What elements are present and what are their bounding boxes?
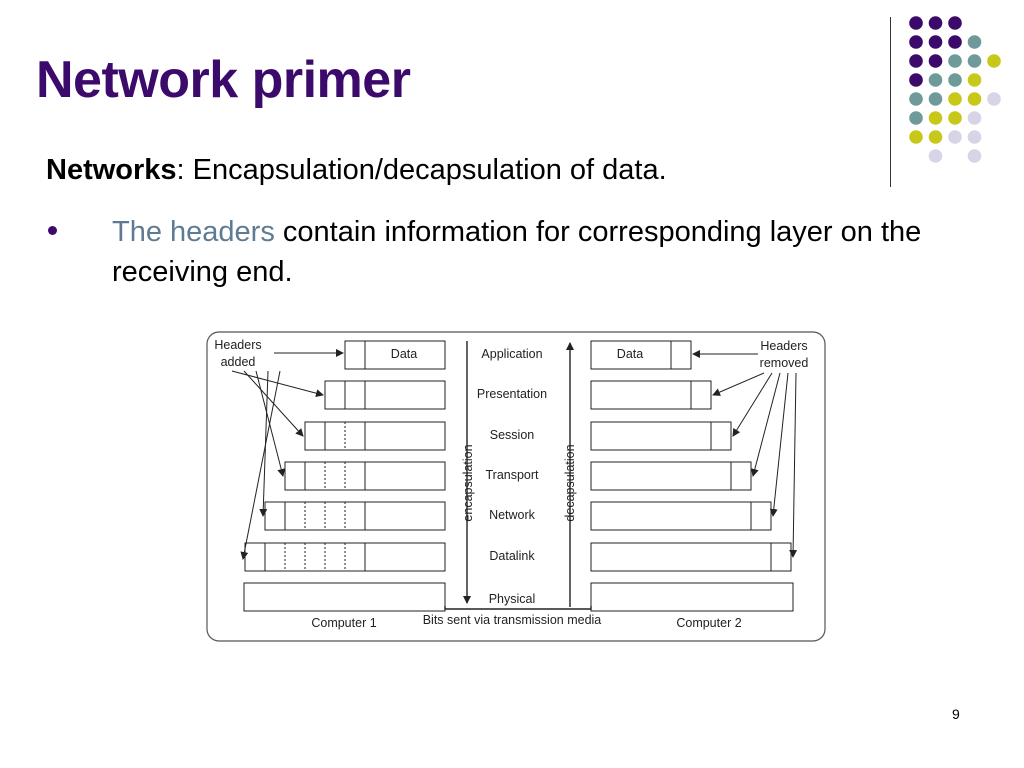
decor-dot <box>967 35 982 49</box>
decorative-dot-grid <box>909 16 1001 163</box>
layer-label-network: Network <box>489 508 536 522</box>
decor-dot <box>948 92 962 106</box>
computer2-label: Computer 2 <box>676 616 741 630</box>
decor-dot <box>967 54 982 68</box>
transmission-media-label: Bits sent via transmission media <box>423 613 602 627</box>
computer1-label: Computer 1 <box>311 616 376 630</box>
decor-dot <box>909 73 923 87</box>
decor-dot <box>967 111 982 125</box>
decor-dot <box>987 92 1001 106</box>
decor-dot <box>948 130 962 144</box>
bullet-highlight: The headers <box>112 216 275 248</box>
decor-dot <box>928 130 943 144</box>
decor-dot <box>928 73 943 87</box>
decor-dot <box>967 73 982 87</box>
c2-layer-box <box>590 421 732 451</box>
c2-header-arrow <box>789 372 798 558</box>
encapsulation-label: encapsulation <box>461 444 475 521</box>
transmission-media-line <box>444 606 592 610</box>
c2-layer-box <box>590 340 692 370</box>
c1-layer-box <box>304 421 446 451</box>
c2-layer-box <box>590 380 712 410</box>
decor-dot <box>948 16 962 30</box>
c1-layer-box <box>344 340 446 370</box>
decor-dot <box>909 16 923 30</box>
c2-header-arrow <box>732 372 773 437</box>
decor-dot <box>909 54 923 68</box>
headers-added-line2: added <box>221 355 256 369</box>
slide-title: Network primer <box>36 51 411 109</box>
headers-removed-line1: Headers <box>760 339 807 353</box>
layer-label-application: Application <box>481 347 542 361</box>
encapsulation-diagram: Data Data ApplicationPresentationSessionTr… <box>206 331 826 642</box>
decor-dot <box>928 35 943 49</box>
decor-dot <box>909 130 923 144</box>
decor-dot <box>948 54 962 68</box>
layer-label-physical: Physical <box>489 592 536 606</box>
layer-label-datalink: Datalink <box>489 549 535 563</box>
headers-removed-line2: removed <box>760 356 809 370</box>
decor-dot <box>948 111 962 125</box>
decor-dot <box>928 16 943 30</box>
headers-added-line1: Headers <box>214 338 261 352</box>
title-divider-line <box>890 17 891 187</box>
c2-header-arrow <box>769 372 789 517</box>
c2-header-arrow <box>750 372 781 477</box>
decor-dot <box>948 35 962 49</box>
c2-data-label: Data <box>617 347 643 361</box>
decor-dot <box>967 149 982 163</box>
networks-term: Networks <box>46 154 177 186</box>
decor-dot <box>948 73 962 87</box>
decor-dot <box>987 54 1001 68</box>
decor-dot <box>928 149 943 163</box>
c2-layer-box <box>590 461 752 491</box>
page-number: 9 <box>952 706 960 722</box>
networks-definition: : Encapsulation/decapsulation of data. <box>176 154 667 186</box>
decor-dot <box>928 54 943 68</box>
decor-dot <box>928 111 943 125</box>
c1-physical-bar <box>243 582 446 612</box>
decor-dot <box>909 35 923 49</box>
networks-line: Networks: Encapsulation/decapsulation of… <box>46 154 667 187</box>
c2-header-arrow <box>712 372 765 396</box>
c1-layer-box <box>324 380 446 410</box>
layer-label-transport: Transport <box>485 468 539 482</box>
decor-dot <box>967 130 982 144</box>
c2-physical-bar <box>590 582 794 612</box>
decor-dot <box>928 92 943 106</box>
c1-layer-box <box>264 501 446 531</box>
bullet-marker <box>48 226 57 235</box>
c1-header-arrow <box>240 370 281 560</box>
layer-label-presentation: Presentation <box>477 387 547 401</box>
c2-layer-box <box>590 542 792 572</box>
decapsulation-label: decapsulation <box>563 444 577 521</box>
c1-data-label: Data <box>391 347 417 361</box>
bullet-body: contain information for corresponding la… <box>112 216 922 288</box>
decor-dot <box>909 92 923 106</box>
decor-dot <box>967 92 982 106</box>
decor-dot <box>909 111 923 125</box>
c2-layer-box <box>590 501 772 531</box>
bullet-text: The headers contain information for corr… <box>112 212 982 292</box>
layer-label-session: Session <box>490 428 535 442</box>
